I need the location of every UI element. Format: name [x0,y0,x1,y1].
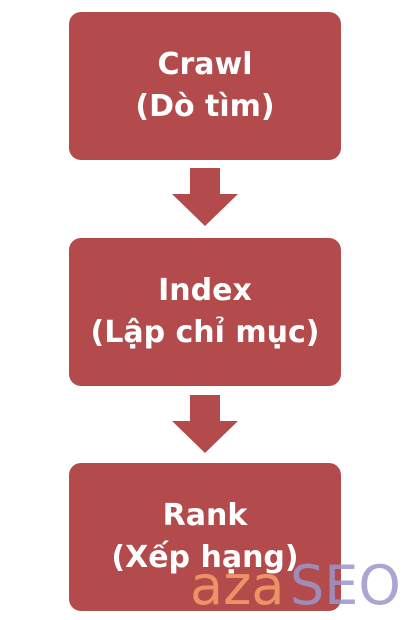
azaseo-watermark-logo: aza SEO [190,554,401,617]
step-subtitle: (Dò tìm) [135,89,275,124]
step-rank-box: Rank (Xếp hạng) [69,463,341,611]
step-title: Rank [162,498,248,533]
watermark-part1: aza [190,554,285,617]
step-title: Index [158,273,252,308]
step-index-box: Index (Lập chỉ mục) [69,238,341,386]
step-subtitle: (Xếp hạng) [111,540,299,575]
step-crawl-box: Crawl (Dò tìm) [69,12,341,160]
step-title: Crawl [157,47,253,82]
step-subtitle: (Lập chỉ mục) [90,315,320,350]
down-arrow-icon [172,395,238,453]
watermark-part2: SEO [290,554,401,617]
down-arrow-icon [172,168,238,226]
